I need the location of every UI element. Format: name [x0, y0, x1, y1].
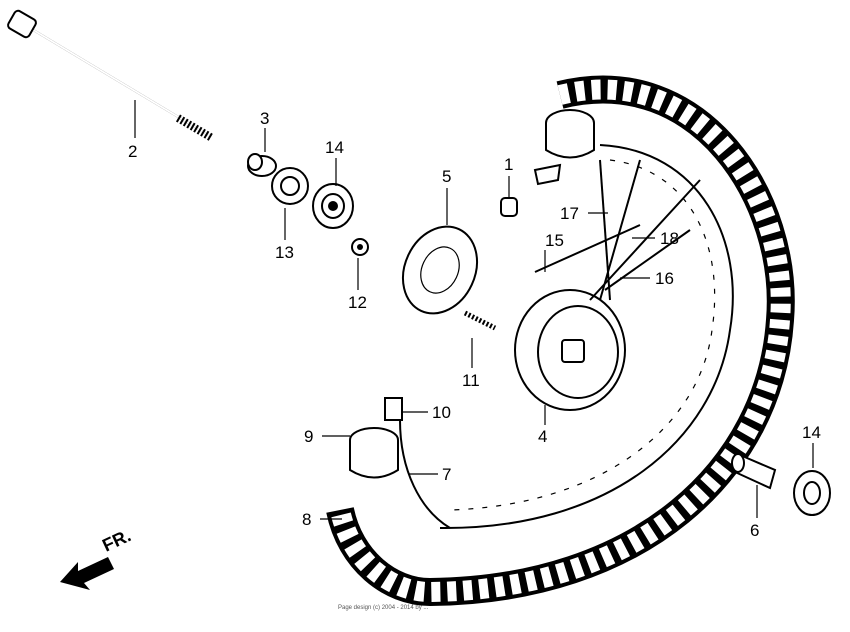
collar-part: [247, 153, 277, 177]
hub-part: [514, 289, 626, 411]
callout-10: 10: [432, 403, 451, 422]
dust-seal-part: [271, 167, 309, 205]
tube-part: [349, 397, 403, 479]
callout-7: 7: [442, 465, 451, 484]
callout-5: 5: [442, 167, 451, 186]
callout-18: 18: [660, 229, 679, 248]
callout-3: 3: [260, 109, 269, 128]
callout-2: 2: [128, 142, 137, 161]
callout-9: 9: [304, 427, 313, 446]
callout-12: 12: [348, 293, 367, 312]
axle-part: [7, 9, 215, 142]
callout-4: 4: [538, 427, 547, 446]
direction-label: FR.: [99, 525, 134, 555]
callout-6: 6: [750, 521, 759, 540]
nut-part: [351, 238, 369, 256]
leader-lines: [134, 100, 814, 520]
tube-top-part: [533, 109, 595, 186]
callout-8: 8: [302, 510, 311, 529]
disc-part: [402, 225, 478, 315]
callout-14-right: 14: [802, 423, 821, 442]
callout-13: 13: [275, 243, 294, 262]
bearing-part-left: [312, 183, 354, 229]
callout-15: 15: [545, 231, 564, 250]
callout-14-left: 14: [325, 138, 344, 157]
callout-17: 17: [560, 204, 579, 223]
callout-1: 1: [504, 155, 513, 174]
spokes-part: [534, 159, 701, 301]
rim-part: [399, 144, 734, 530]
bearing-part-right: [793, 470, 831, 516]
tire-part: [326, 75, 795, 607]
callout-16: 16: [655, 269, 674, 288]
cap-part: [500, 197, 518, 217]
copyright-text: Page design (c) 2004 - 2014 by ...: [338, 605, 429, 611]
stud-part: [463, 310, 497, 331]
front-arrow-icon: [60, 557, 114, 590]
collar-right-part: [731, 453, 777, 490]
callout-11: 11: [462, 371, 480, 390]
